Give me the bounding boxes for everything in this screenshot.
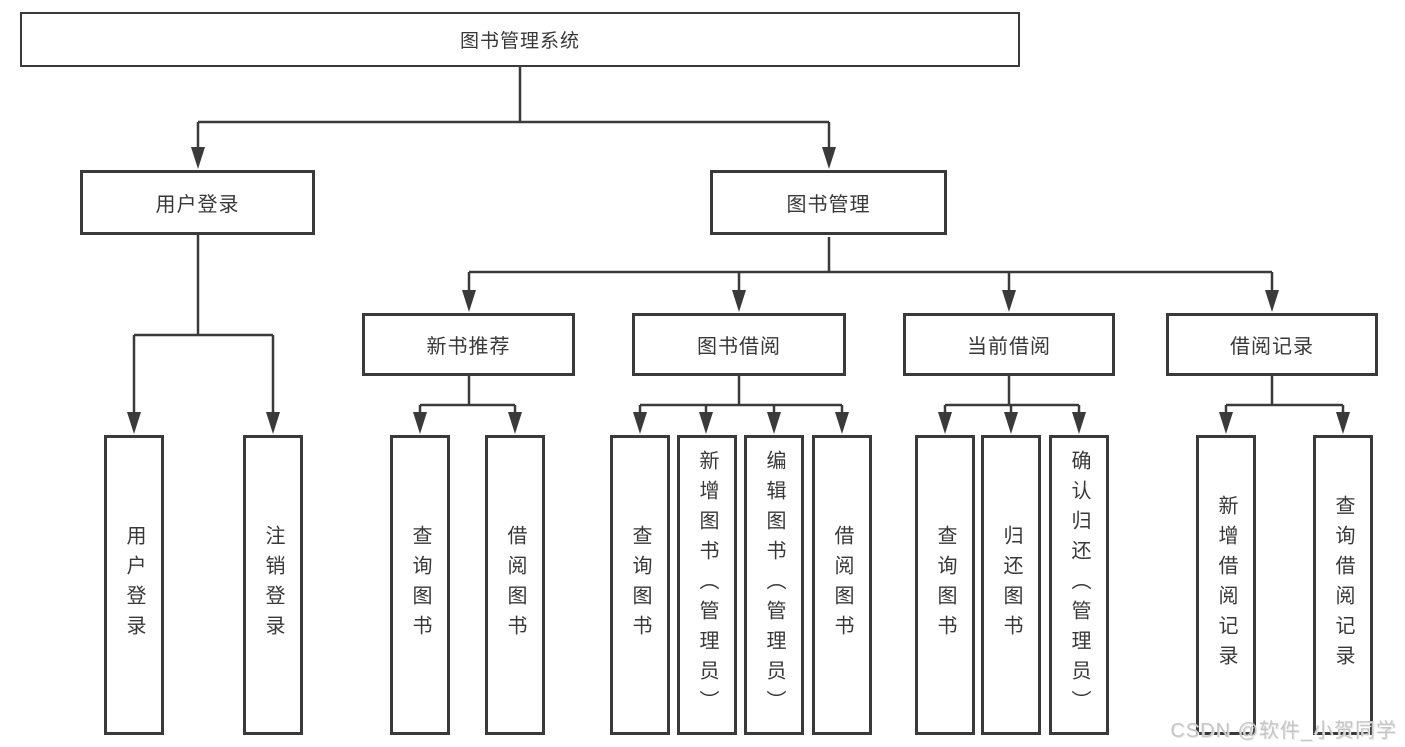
edge-userlogin-leaves (132, 235, 275, 413)
leaf-user-login-label: 用户登录 (123, 525, 145, 645)
node-current-borrow-label: 当前借阅 (967, 336, 1051, 358)
node-user-login: 用户登录 (80, 170, 315, 235)
leaf-logout: 注销登录 (243, 435, 303, 735)
leaf-records-add: 新增借阅记录 (1196, 435, 1256, 735)
node-book-borrow: 图书借阅 (632, 313, 846, 376)
node-book-mgmt: 图书管理 (710, 170, 947, 235)
leaf-records-query-label: 查询借阅记录 (1332, 495, 1354, 675)
node-borrow-records-label: 借阅记录 (1230, 336, 1314, 358)
leaf-current-query-label: 查询图书 (934, 525, 956, 645)
leaf-borrow-add-admin: 新增图书（管理员） (677, 435, 737, 735)
leaf-newbooks-query: 查询图书 (390, 435, 450, 735)
arrowheads (127, 147, 1350, 434)
node-new-books: 新书推荐 (362, 313, 575, 376)
leaf-borrow-query-label: 查询图书 (629, 525, 651, 645)
edge-root-level2 (196, 67, 831, 148)
leaf-logout-label: 注销登录 (262, 525, 284, 645)
node-root-label: 图书管理系统 (459, 31, 580, 52)
leaf-records-add-label: 新增借阅记录 (1215, 495, 1237, 675)
leaf-newbooks-borrow-label: 借阅图书 (504, 525, 526, 645)
leaf-user-login: 用户登录 (104, 435, 164, 735)
node-root: 图书管理系统 (20, 12, 1020, 67)
node-new-books-label: 新书推荐 (426, 336, 511, 358)
leaf-newbooks-query-label: 查询图书 (409, 525, 431, 645)
leaf-borrow-query: 查询图书 (610, 435, 670, 735)
node-borrow-records: 借阅记录 (1166, 313, 1378, 376)
leaf-newbooks-borrow: 借阅图书 (485, 435, 545, 735)
leaf-current-query: 查询图书 (915, 435, 975, 735)
leaf-borrow-edit-admin: 编辑图书（管理员） (744, 435, 804, 735)
leaf-borrow-edit-admin-label: 编辑图书（管理员） (763, 450, 785, 720)
node-book-borrow-label: 图书借阅 (697, 336, 781, 358)
leaf-current-confirm-admin: 确认归还（管理员） (1049, 435, 1109, 735)
edge-newbooks-leaves (418, 376, 517, 414)
edge-borrowrecords-leaves (1224, 376, 1345, 414)
csdn-watermark: CSDN @软件_小贺同学 (1170, 720, 1397, 742)
edge-bookmgmt-level3 (467, 237, 1274, 292)
leaf-current-confirm-admin-label: 确认归还（管理员） (1068, 450, 1090, 720)
node-user-login-label: 用户登录 (155, 194, 240, 216)
leaf-borrow-borrow: 借阅图书 (812, 435, 872, 735)
leaf-borrow-add-admin-label: 新增图书（管理员） (696, 450, 718, 720)
edge-currentborrow-leaves (943, 376, 1081, 414)
node-book-mgmt-label: 图书管理 (786, 194, 871, 216)
edge-bookborrow-leaves (638, 376, 844, 414)
leaf-borrow-borrow-label: 借阅图书 (831, 525, 853, 645)
node-current-borrow: 当前借阅 (903, 313, 1115, 376)
leaf-current-return-label: 归还图书 (1000, 525, 1022, 645)
leaf-current-return: 归还图书 (981, 435, 1041, 735)
leaf-records-query: 查询借阅记录 (1313, 435, 1373, 735)
